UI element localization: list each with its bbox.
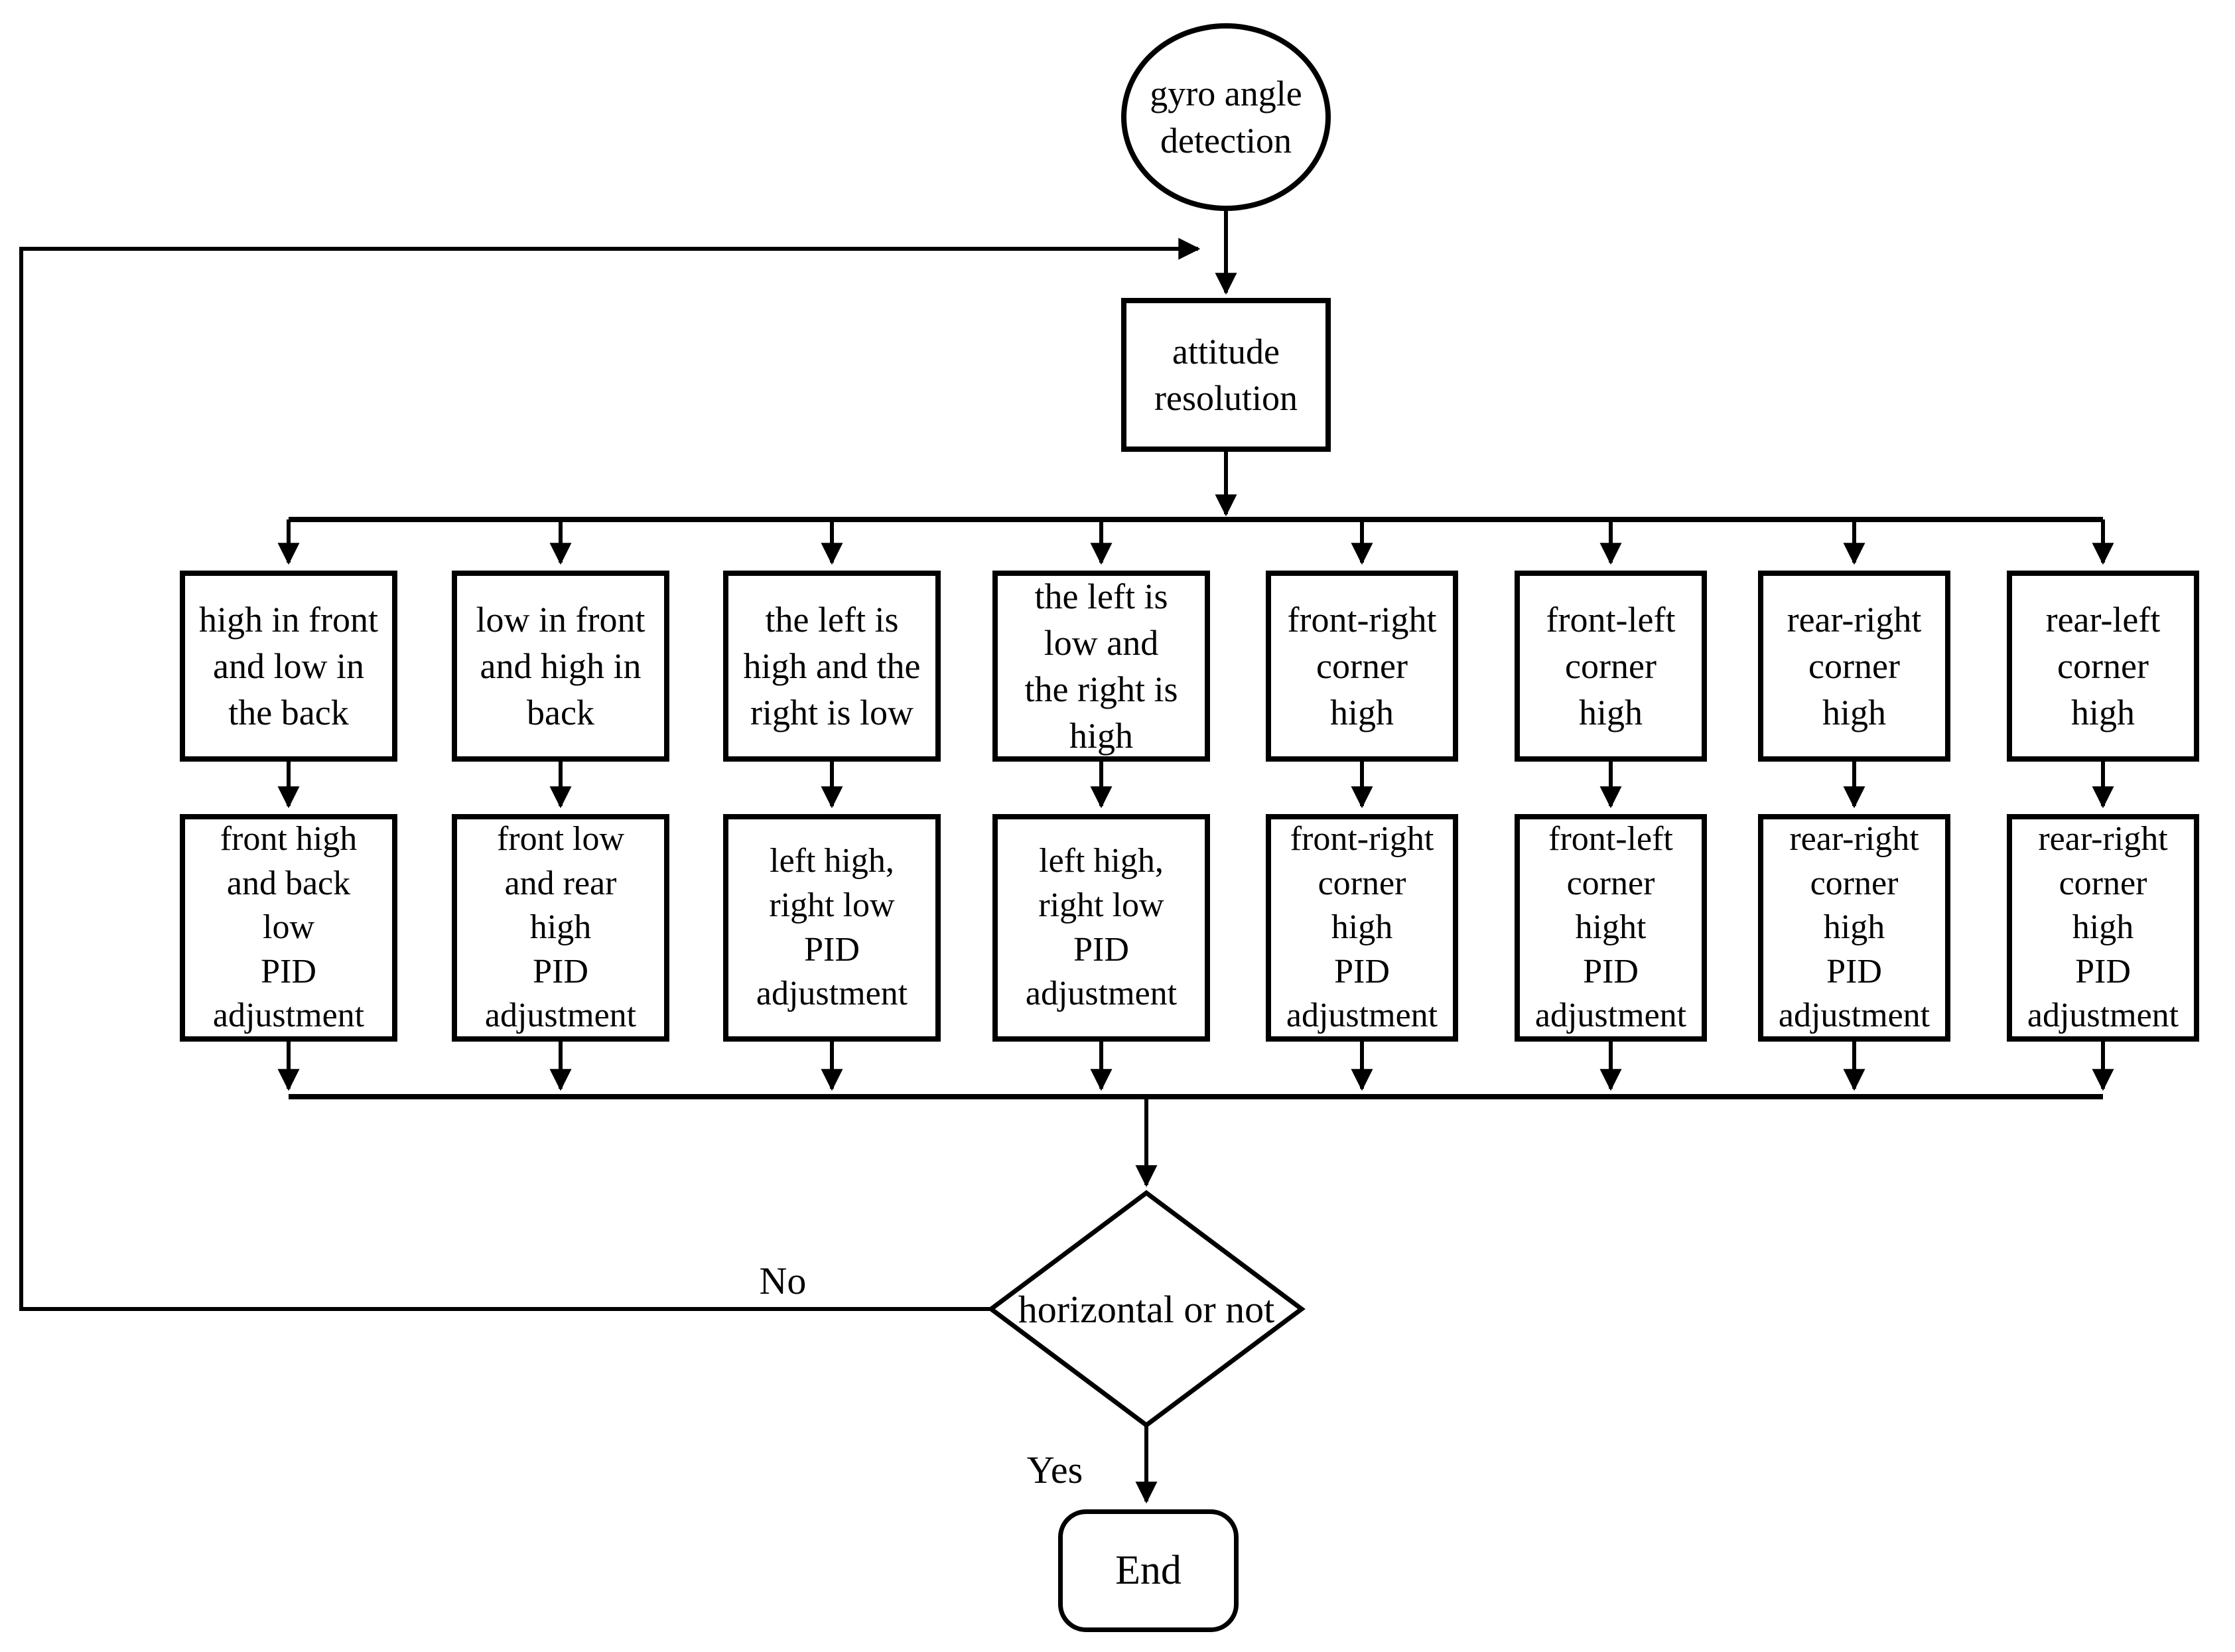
condition-box-8: rear-left corner high <box>2007 571 2199 762</box>
action-box-5: front-right corner high PID adjustment <box>1266 814 1458 1042</box>
condition-box-6: front-left corner high <box>1515 571 1707 762</box>
action-box-2: front low and rear high PID adjustment <box>452 814 669 1042</box>
condition-box-1: high in front and low in the back <box>180 571 397 762</box>
condition-box-3: the left is high and the right is low <box>723 571 941 762</box>
action-box-6: front-left corner hight PID adjustment <box>1515 814 1707 1042</box>
action-box-7: rear-right corner high PID adjustment <box>1758 814 1950 1042</box>
action-box-4: left high, right low PID adjustment <box>992 814 1210 1042</box>
action-box-1: front high and back low PID adjustment <box>180 814 397 1042</box>
start-ellipse: gyro angle detection <box>1121 23 1331 211</box>
action-box-3: left high, right low PID adjustment <box>723 814 941 1042</box>
decision-label: horizontal or not <box>1018 1287 1275 1331</box>
attitude-resolution-box: attitude resolution <box>1121 298 1331 452</box>
condition-box-4: the left is low and the right is high <box>992 571 1210 762</box>
yes-edge-label: Yes <box>1026 1448 1083 1491</box>
no-edge-label: No <box>759 1259 807 1302</box>
action-box-8: rear-right corner high PID adjustment <box>2007 814 2199 1042</box>
end-node: End <box>1058 1509 1239 1632</box>
condition-box-2: low in front and high in back <box>452 571 669 762</box>
condition-box-5: front-right corner high <box>1266 571 1458 762</box>
condition-box-7: rear-right corner high <box>1758 571 1950 762</box>
